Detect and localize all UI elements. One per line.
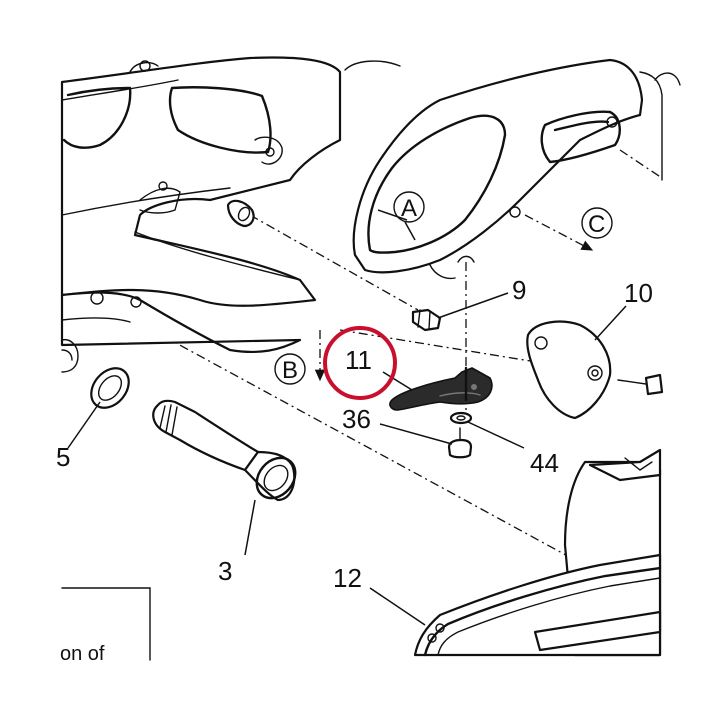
- legend-box: on of: [60, 587, 151, 665]
- part-36-screw: [447, 427, 473, 459]
- part-44-washer: [449, 411, 473, 425]
- swingarm-arm: [344, 58, 681, 280]
- view-marker-b-circle: [274, 353, 306, 385]
- callout-12: 12: [333, 563, 362, 593]
- view-marker-c-circle: [581, 207, 613, 239]
- callout-36: 36: [342, 404, 371, 434]
- highlight-ring: [323, 326, 397, 400]
- leader-lines: [67, 209, 627, 626]
- callout-11: 11: [345, 345, 372, 375]
- part-5-oring: [61, 338, 130, 409]
- part-9-bolt: [411, 308, 442, 332]
- callout-labels: 9 10 11 36 44 3 5 12: [56, 275, 653, 593]
- view-marker-a-circle: [393, 191, 425, 223]
- callout-5: 5: [56, 442, 70, 472]
- frame-housing-upper-left: [60, 56, 342, 307]
- part-3-pivot-shaft: [152, 399, 297, 502]
- callout-44: 44: [530, 448, 559, 478]
- part-10-cover-plate: [526, 320, 664, 420]
- view-marker-c: C: [588, 211, 605, 238]
- frame-housing-lower-left: [60, 291, 302, 354]
- part-11-bracket: [389, 366, 493, 411]
- frame-sleeve: [226, 199, 255, 228]
- view-marker-b: B: [282, 357, 298, 384]
- callout-9: 9: [512, 275, 526, 305]
- legend-fragment-text: on of: [60, 643, 105, 665]
- part-12-lower-frame: [413, 448, 662, 657]
- callout-3: 3: [218, 556, 232, 586]
- view-markers: A B C: [274, 191, 613, 385]
- callout-10: 10: [624, 278, 653, 308]
- view-marker-a: A: [401, 195, 417, 222]
